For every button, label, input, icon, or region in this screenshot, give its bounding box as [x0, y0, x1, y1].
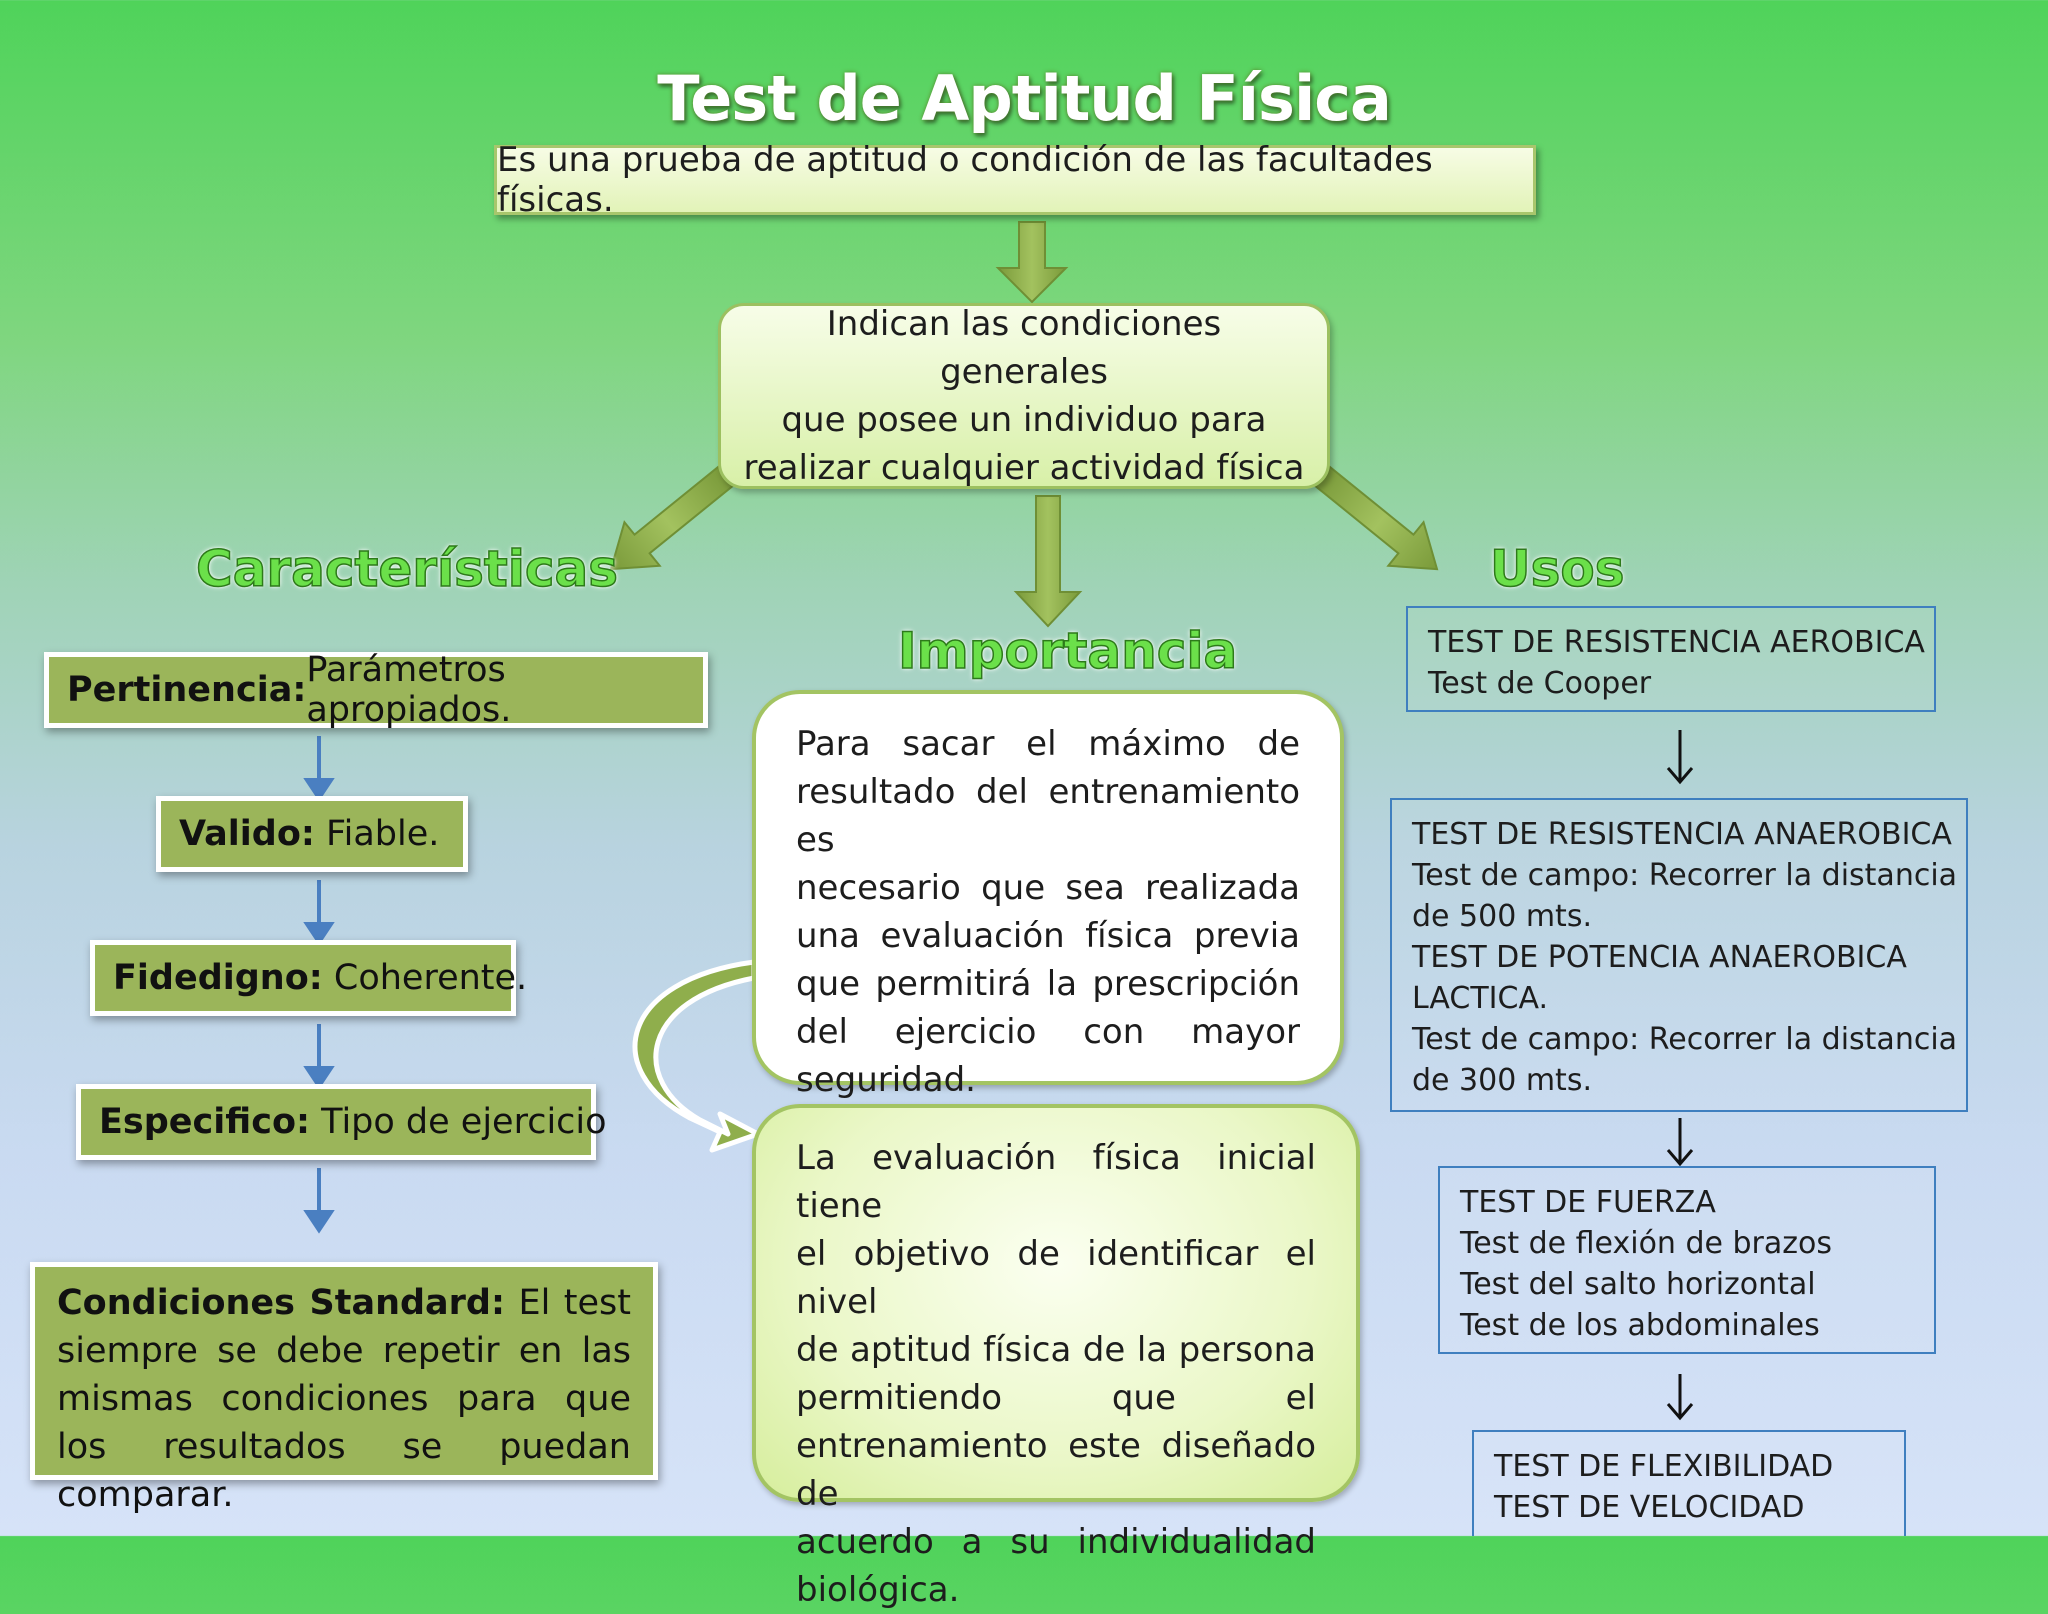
down-arrow-2 — [1013, 495, 1083, 628]
usos-line: Test de campo: Recorrer la distancia — [1412, 1022, 1958, 1057]
char-term: Fidedigno: — [113, 958, 323, 998]
importancia-box-1: Para sacar el máximo de resultado del en… — [752, 690, 1344, 1100]
char-desc: Fiable. — [314, 814, 440, 854]
heading-importancia: Importancia — [897, 621, 1238, 681]
indican-line: Indican las condiciones generales — [826, 304, 1222, 392]
imp-line: del ejercicio con mayor — [796, 1012, 1300, 1052]
usos-box-aerobica: TEST DE RESISTENCIA AEROBICA Test de Coo… — [1406, 606, 1936, 712]
char-fidedigno: Fidedigno: Coherente. — [90, 940, 527, 1016]
imp-line: de aptitud física de la persona — [796, 1330, 1316, 1370]
diag-arrow-right — [1313, 465, 1439, 571]
imp-line: entrenamiento este diseñado de — [796, 1426, 1316, 1514]
usos-line: Test del salto horizontal — [1460, 1267, 1816, 1302]
indican-line: que posee un individuo para — [781, 400, 1267, 440]
usos-line: Test de flexión de brazos — [1460, 1226, 1832, 1261]
imp-line: permitiendo que el — [796, 1378, 1316, 1418]
usos-arrows — [1666, 730, 1694, 1421]
usos-line: TEST DE VELOCIDAD — [1494, 1490, 1805, 1525]
page-title: Test de Aptitud Física — [657, 62, 1392, 135]
char-desc: Coherente. — [322, 958, 528, 998]
char-pertinencia: Pertinencia:Parámetros apropiados. — [44, 650, 708, 730]
indican-box: Indican las condiciones generales que po… — [718, 303, 1330, 489]
char-especifico: Especifico: Tipo de ejercicio — [76, 1084, 607, 1160]
imp-line: necesario que sea realizada — [796, 868, 1300, 908]
usos-line: TEST DE RESISTENCIA ANAEROBICA — [1412, 817, 1952, 852]
char-term: Pertinencia: — [67, 670, 307, 710]
definition-text: Es una prueba de aptitud o condición de … — [497, 140, 1433, 220]
imp-line: una evaluación física previa — [796, 916, 1300, 956]
imp-line: biológica. — [796, 1570, 960, 1610]
usos-line: TEST DE RESISTENCIA AEROBICA — [1428, 625, 1925, 660]
usos-line: LACTICA. — [1412, 981, 1548, 1016]
usos-line: Test de los abdominales — [1460, 1308, 1820, 1343]
cond-term: Condiciones Standard: — [57, 1283, 505, 1323]
usos-box-anaerobica: TEST DE RESISTENCIA ANAEROBICA Test de c… — [1390, 798, 1968, 1112]
heading-caracteristicas: Características — [195, 539, 619, 599]
usos-line: de 300 mts. — [1412, 1063, 1592, 1098]
char-condiciones: Condiciones Standard: El test siempre se… — [30, 1262, 658, 1515]
usos-line: Test de Cooper — [1428, 666, 1652, 701]
diag-arrow-left — [609, 465, 735, 571]
down-arrow-1 — [995, 221, 1069, 304]
connectors — [303, 221, 1694, 1421]
char-desc: Parámetros apropiados. — [306, 650, 512, 730]
imp-line: el objetivo de identificar el nivel — [796, 1234, 1316, 1322]
usos-line: TEST DE FLEXIBILIDAD — [1494, 1449, 1834, 1484]
char-arrows — [303, 736, 335, 1234]
usos-line: Test de campo: Recorrer la distancia — [1412, 858, 1958, 893]
imp-line: acuerdo a su individualidad — [796, 1522, 1316, 1562]
curved-arrow — [632, 959, 761, 1153]
imp-line: Para sacar el máximo de — [796, 724, 1300, 764]
heading-usos: Usos — [1489, 539, 1625, 599]
imp-line: seguridad. — [796, 1060, 976, 1100]
imp-line: que permitirá la prescripción — [796, 964, 1300, 1004]
usos-line: de 500 mts. — [1412, 899, 1592, 934]
char-valido: Valido: Fiable. — [156, 796, 468, 872]
usos-line: TEST DE POTENCIA ANAEROBICA — [1412, 940, 1907, 975]
char-term: Especifico: — [99, 1102, 311, 1142]
char-term: Valido: — [179, 814, 315, 854]
imp-line: resultado del entrenamiento es — [796, 772, 1300, 860]
importancia-box-2: La evaluación física inicial tiene el ob… — [752, 1104, 1360, 1610]
char-desc: Tipo de ejercicio — [310, 1102, 607, 1142]
definition-box: Es una prueba de aptitud o condición de … — [494, 140, 1536, 220]
usos-line: TEST DE FUERZA — [1460, 1185, 1716, 1220]
cond-desc: El test siempre se debe repetir en las m… — [57, 1283, 631, 1515]
usos-box-fuerza: TEST DE FUERZA Test de flexión de brazos… — [1438, 1166, 1936, 1354]
indican-line: realizar cualquier actividad física — [743, 448, 1305, 488]
usos-box-flexibilidad: TEST DE FLEXIBILIDAD TEST DE VELOCIDAD — [1472, 1430, 1906, 1536]
imp-line: La evaluación física inicial tiene — [796, 1138, 1316, 1226]
